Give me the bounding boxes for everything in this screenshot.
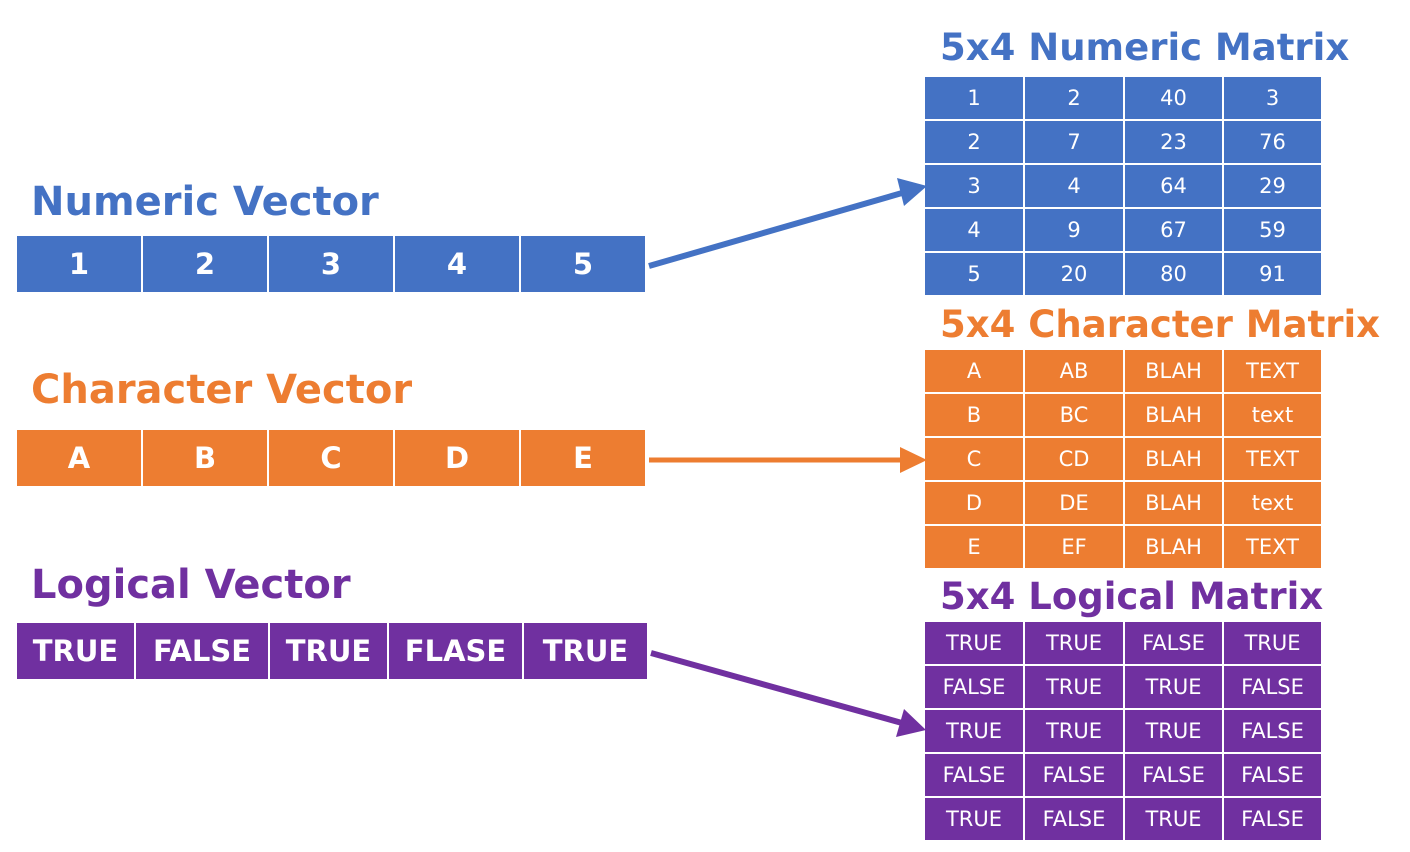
character-vector-cell: C <box>269 430 393 486</box>
logical-matrix-cell: FALSE <box>925 754 1023 796</box>
logical-vector-title: Logical Vector <box>31 562 351 608</box>
logical-matrix-cell: TRUE <box>925 622 1023 664</box>
numeric-matrix-cell: 64 <box>1125 165 1222 207</box>
character-vector: A B C D E <box>17 430 645 486</box>
character-vector-title: Character Vector <box>31 367 413 413</box>
logical-matrix-cell: FALSE <box>1224 710 1321 752</box>
logical-matrix-cell: FALSE <box>1025 754 1123 796</box>
character-matrix-cell: BLAH <box>1125 350 1222 392</box>
numeric-vector-title: Numeric Vector <box>31 179 379 225</box>
logical-matrix-cell: FALSE <box>1224 798 1321 840</box>
logical-matrix-title: 5x4 Logical Matrix <box>940 575 1324 618</box>
logical-matrix-cell: TRUE <box>1125 710 1222 752</box>
logical-matrix-cell: TRUE <box>1025 710 1123 752</box>
character-arrow <box>649 447 927 473</box>
logical-matrix-cell: FALSE <box>1224 754 1321 796</box>
numeric-matrix-title: 5x4 Numeric Matrix <box>940 26 1350 69</box>
character-matrix-cell: text <box>1224 482 1321 524</box>
logical-matrix-cell: TRUE <box>1125 798 1222 840</box>
logical-matrix-cell: FALSE <box>1125 622 1222 664</box>
numeric-matrix-cell: 40 <box>1125 77 1222 119</box>
numeric-matrix-cell: 29 <box>1224 165 1321 207</box>
numeric-matrix-cell: 2 <box>925 121 1023 163</box>
logical-arrow <box>650 650 926 737</box>
character-matrix-cell: EF <box>1025 526 1123 568</box>
logical-matrix-cell: TRUE <box>1025 666 1123 708</box>
character-matrix-cell: TEXT <box>1224 350 1321 392</box>
character-matrix-cell: text <box>1224 394 1321 436</box>
numeric-matrix-cell: 67 <box>1125 209 1222 251</box>
character-matrix: A AB BLAH TEXT B BC BLAH text C CD BLAH … <box>925 350 1321 568</box>
numeric-matrix-cell: 3 <box>1224 77 1321 119</box>
logical-vector-cell: FALSE <box>136 623 268 679</box>
character-matrix-cell: BLAH <box>1125 526 1222 568</box>
character-matrix-cell: BLAH <box>1125 394 1222 436</box>
numeric-matrix-cell: 1 <box>925 77 1023 119</box>
logical-matrix-cell: TRUE <box>1025 622 1123 664</box>
character-matrix-cell: BC <box>1025 394 1123 436</box>
numeric-matrix-cell: 76 <box>1224 121 1321 163</box>
numeric-matrix-cell: 3 <box>925 165 1023 207</box>
numeric-matrix-cell: 23 <box>1125 121 1222 163</box>
character-matrix-cell: D <box>925 482 1023 524</box>
numeric-vector-cell: 4 <box>395 236 519 292</box>
logical-vector-cell: FLASE <box>389 623 522 679</box>
character-matrix-cell: AB <box>1025 350 1123 392</box>
logical-vector-cell: TRUE <box>17 623 134 679</box>
character-vector-cell: E <box>521 430 645 486</box>
numeric-matrix-cell: 5 <box>925 253 1023 295</box>
character-matrix-cell: E <box>925 526 1023 568</box>
character-matrix-cell: C <box>925 438 1023 480</box>
logical-matrix: TRUE TRUE FALSE TRUE FALSE TRUE TRUE FAL… <box>925 622 1321 840</box>
numeric-matrix-cell: 80 <box>1125 253 1222 295</box>
numeric-vector-cell: 2 <box>143 236 267 292</box>
character-matrix-cell: B <box>925 394 1023 436</box>
numeric-matrix-cell: 91 <box>1224 253 1321 295</box>
character-matrix-cell: CD <box>1025 438 1123 480</box>
numeric-matrix-cell: 20 <box>1025 253 1123 295</box>
logical-matrix-cell: TRUE <box>1125 666 1222 708</box>
character-vector-cell: D <box>395 430 519 486</box>
character-matrix-cell: BLAH <box>1125 438 1222 480</box>
numeric-vector-cell: 5 <box>521 236 645 292</box>
logical-matrix-cell: TRUE <box>925 710 1023 752</box>
logical-matrix-cell: FALSE <box>1125 754 1222 796</box>
numeric-vector: 1 2 3 4 5 <box>17 236 645 292</box>
character-vector-cell: A <box>17 430 141 486</box>
logical-vector-cell: TRUE <box>524 623 647 679</box>
logical-matrix-cell: FALSE <box>1025 798 1123 840</box>
numeric-matrix-cell: 7 <box>1025 121 1123 163</box>
character-vector-cell: B <box>143 430 267 486</box>
character-matrix-title: 5x4 Character Matrix <box>940 303 1381 346</box>
numeric-matrix-cell: 4 <box>925 209 1023 251</box>
numeric-vector-cell: 1 <box>17 236 141 292</box>
numeric-matrix-cell: 9 <box>1025 209 1123 251</box>
logical-vector-cell: TRUE <box>270 623 387 679</box>
logical-matrix-cell: FALSE <box>925 666 1023 708</box>
numeric-arrow <box>648 178 927 269</box>
numeric-vector-cell: 3 <box>269 236 393 292</box>
character-matrix-cell: DE <box>1025 482 1123 524</box>
character-matrix-cell: TEXT <box>1224 438 1321 480</box>
numeric-matrix-cell: 4 <box>1025 165 1123 207</box>
logical-vector: TRUE FALSE TRUE FLASE TRUE <box>17 623 647 679</box>
character-matrix-cell: TEXT <box>1224 526 1321 568</box>
logical-matrix-cell: TRUE <box>1224 622 1321 664</box>
logical-matrix-cell: TRUE <box>925 798 1023 840</box>
numeric-matrix: 1 2 40 3 2 7 23 76 3 4 64 29 4 9 67 59 5… <box>925 77 1321 295</box>
character-matrix-cell: BLAH <box>1125 482 1222 524</box>
character-matrix-cell: A <box>925 350 1023 392</box>
numeric-matrix-cell: 59 <box>1224 209 1321 251</box>
numeric-matrix-cell: 2 <box>1025 77 1123 119</box>
logical-matrix-cell: FALSE <box>1224 666 1321 708</box>
